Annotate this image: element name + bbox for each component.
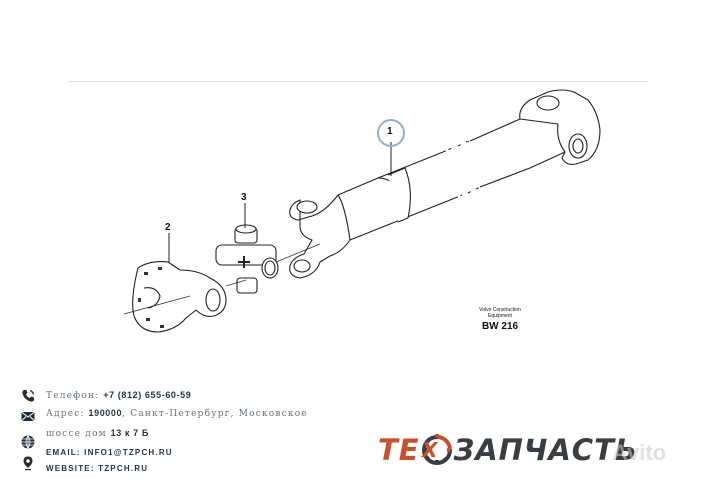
drawing-caption: Volvo Construction Equipment BW 216: [470, 307, 530, 332]
logo-text-part2: ЗАПЧАСТЬ: [453, 433, 638, 467]
callout-3-label: 3: [241, 192, 247, 203]
location-pin-icon: [23, 456, 33, 471]
caption-manufacturer-sub: Equipment: [488, 313, 512, 319]
callout-1-label: 1: [387, 126, 393, 137]
email-link[interactable]: EMAIL: INFO1@TZPCH.RU: [46, 448, 173, 457]
phone-number[interactable]: +7 (812) 655-60-59: [103, 390, 192, 400]
address-line-2: шоссе дом 13 к 7 Б: [46, 428, 149, 439]
top-separator-line: [68, 81, 648, 82]
address-line-1: Адрес: 190000, Санкт-Петербург, Московск…: [46, 408, 308, 419]
brand-logo: ТЕ Х ЗАПЧАСТЬ: [378, 430, 638, 470]
website-link[interactable]: WEBSITE: TZPCH.RU: [46, 464, 149, 473]
phone-icon: [22, 389, 35, 402]
caption-model: BW 216: [481, 321, 519, 332]
avito-watermark: Avito: [612, 440, 667, 465]
callout-2-label: 2: [165, 222, 171, 233]
gear-icon: [421, 434, 452, 465]
logo-gear-letter: Х: [422, 438, 439, 462]
envelope-icon: [21, 411, 35, 422]
phone-text: Телефон: +7 (812) 655-60-59: [46, 390, 192, 401]
caption-manufacturer: Volvo Construction: [479, 307, 521, 313]
globe-icon: [21, 435, 35, 449]
logo-text-part1: ТЕ: [378, 433, 420, 467]
drive-shaft-exploded-drawing: [123, 89, 601, 333]
